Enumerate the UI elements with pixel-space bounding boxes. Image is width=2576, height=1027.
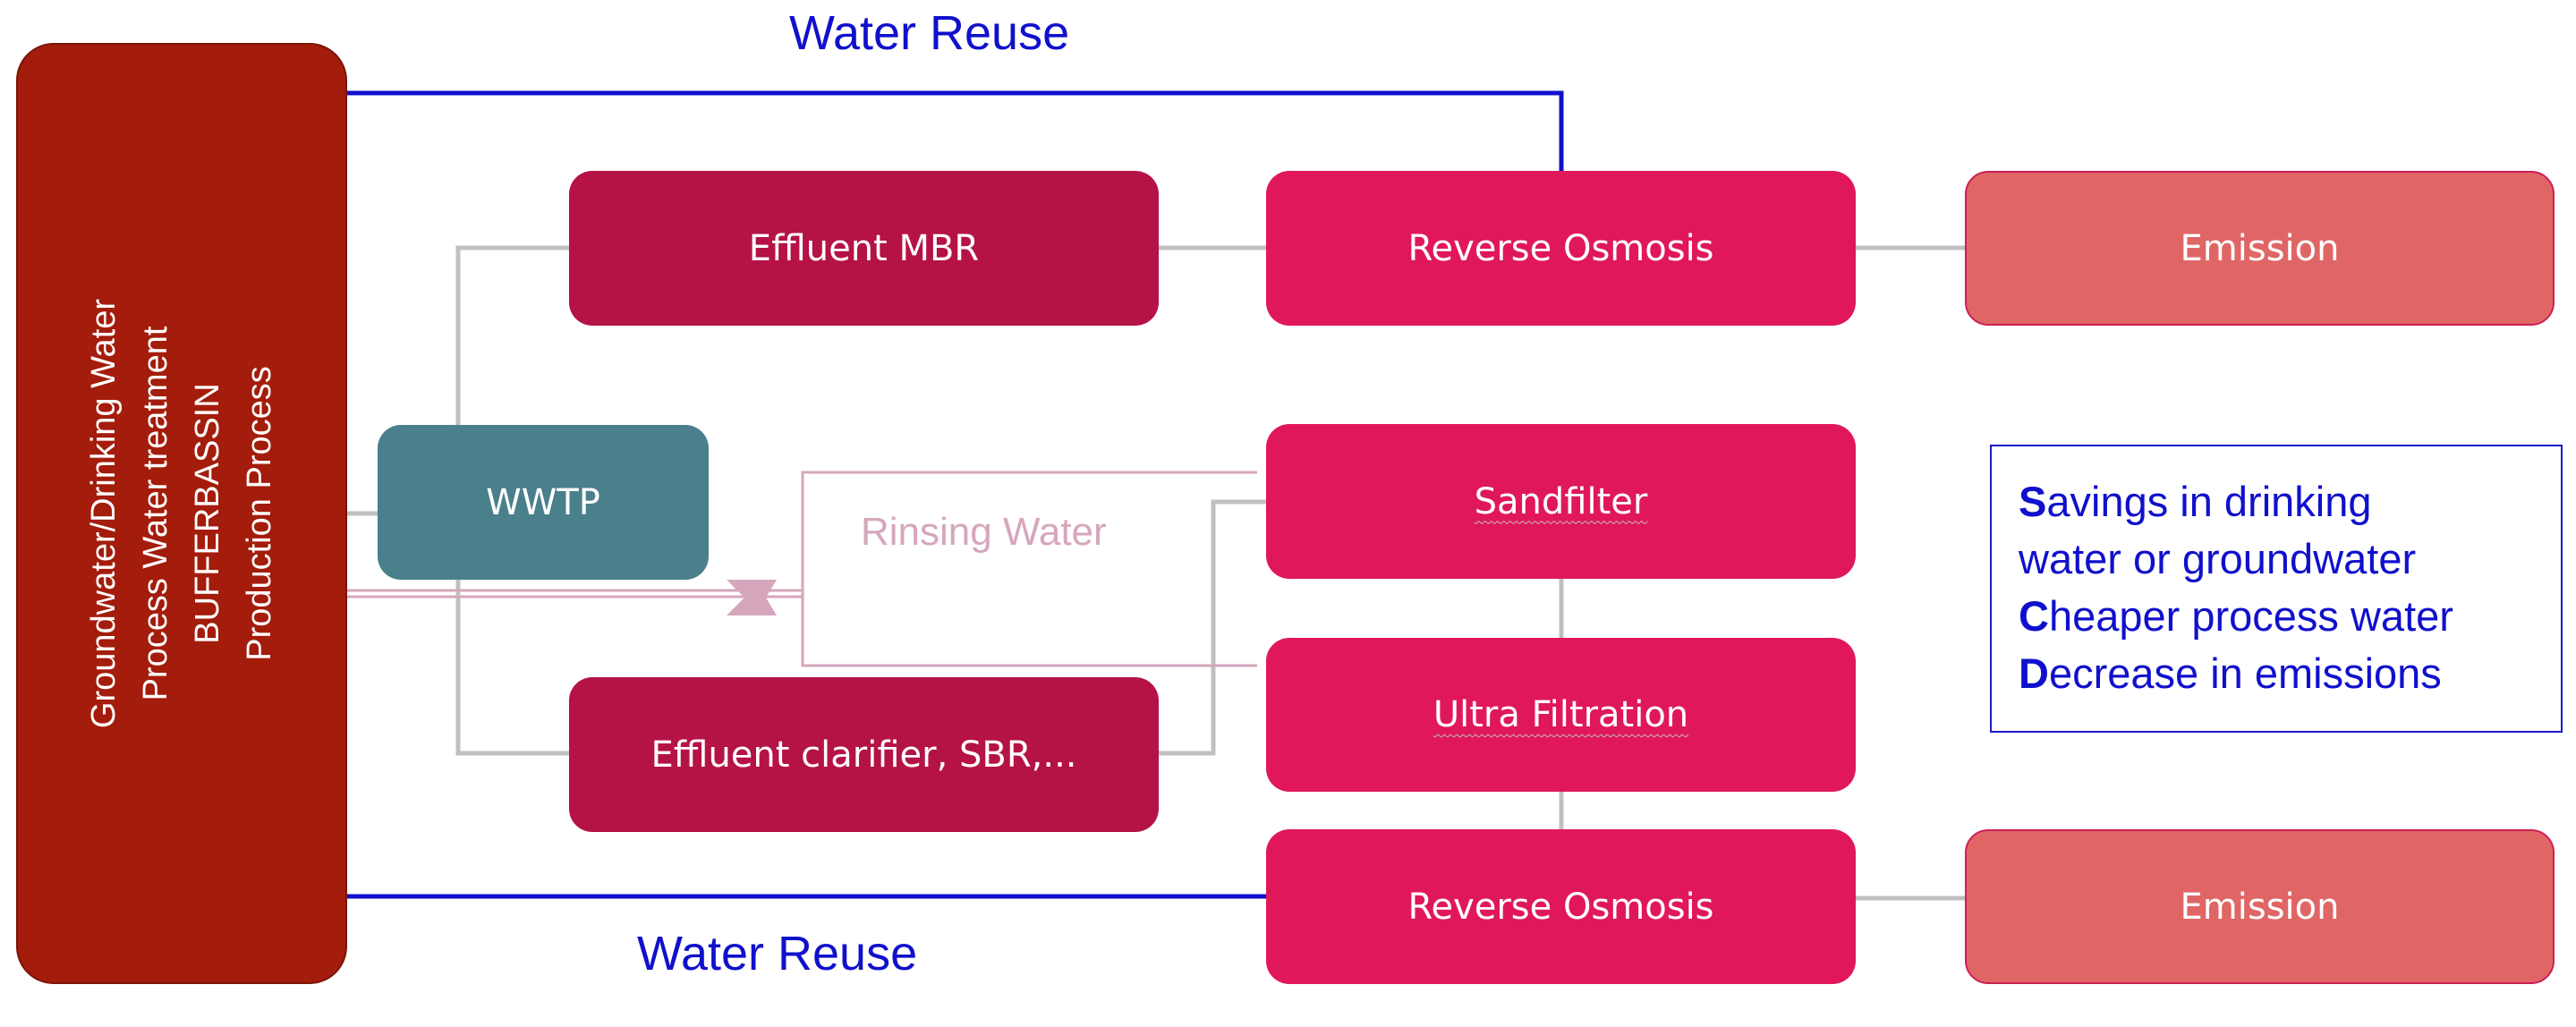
wwtp-box: WWTP [378,425,709,580]
benefit-initial: D [2019,649,2049,697]
connector-clarifier-branch [455,580,569,756]
wwtp-label: WWTP [486,481,600,523]
benefit-line: Decrease in emissions [2019,645,2561,702]
reverse-osmosis-bottom-label: Reverse Osmosis [1407,886,1714,928]
water-reuse-label-top: Water Reuse [789,6,1070,60]
sandfilter-box: Sandfilter [1266,424,1856,579]
benefits-box: Savings in drinking water or groundwater… [1990,445,2563,733]
benefit-line: Cheaper process water [2019,588,2561,645]
sandfilter-label: Sandfilter [1474,480,1648,522]
left-panel-line: Groundwater/Drinking Water [85,298,123,729]
ultra-filtration-box: Ultra Filtration [1266,638,1856,792]
water-reuse-label-bottom: Water Reuse [637,927,918,980]
effluent-clarifier-box: Effluent clarifier, SBR,... [569,677,1159,832]
connector-mbr-branch [455,245,569,425]
water-reuse-line-top [341,90,1564,171]
left-process-panel [16,43,347,984]
connector-clarifier-to-sandfilter [1159,499,1266,756]
rinsing-arrow-icon [727,580,777,615]
emission-top-label: Emission [2180,227,2340,269]
effluent-mbr-label: Effluent MBR [748,227,980,269]
ultra-filtration-label: Ultra Filtration [1433,694,1689,735]
benefit-text: heaper process water [2048,592,2453,640]
reverse-osmosis-top-box: Reverse Osmosis [1266,171,1856,326]
left-panel-line: Process Water treatment [137,326,174,701]
benefit-initial: C [2019,592,2049,640]
emission-bottom-label: Emission [2180,886,2340,928]
effluent-mbr-box: Effluent MBR [569,171,1159,326]
benefit-text: avings in drinking [2046,478,2372,525]
reverse-osmosis-bottom-box: Reverse Osmosis [1266,829,1856,984]
benefit-line: Savings in drinking [2019,473,2561,530]
emission-bottom-box: Emission [1965,829,2555,984]
left-panel-line: Production Process [241,366,278,661]
benefit-text: water or groundwater [2019,535,2417,582]
benefit-initial: S [2019,478,2047,525]
benefit-text: ecrease in emissions [2048,649,2442,697]
emission-top-box: Emission [1965,171,2555,326]
effluent-clarifier-label: Effluent clarifier, SBR,... [650,734,1077,776]
reverse-osmosis-top-label: Reverse Osmosis [1407,227,1714,269]
benefit-line: water or groundwater [2019,530,2561,588]
left-panel-line: BUFFERBASSIN [189,383,226,644]
rinsing-loop-top [801,471,1257,667]
left-panel-text: Groundwater/Drinking Water Process Water… [78,66,285,961]
rinsing-water-label: Rinsing Water [861,510,1107,554]
